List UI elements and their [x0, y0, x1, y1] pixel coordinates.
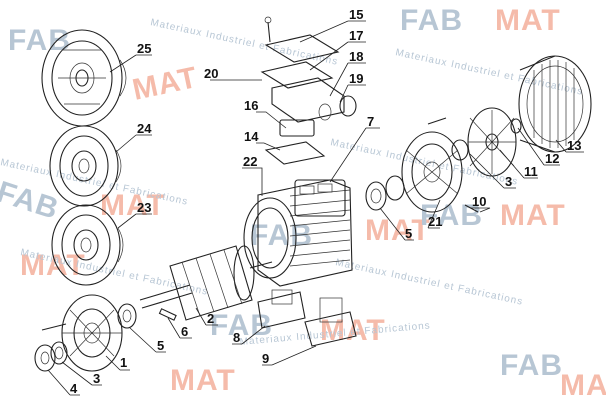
watermark-fab: FAB	[8, 24, 71, 57]
part-terminal-box	[260, 16, 357, 165]
label-9: 9	[262, 351, 269, 366]
watermark-tagline: Materiaux Industriel et Fabrications	[394, 47, 584, 98]
label-15: 15	[349, 7, 363, 22]
label-20: 20	[204, 66, 218, 81]
label-17: 17	[349, 28, 363, 43]
label-14: 14	[244, 129, 259, 144]
label-5-left: 5	[157, 338, 164, 353]
part-bearing-3-4	[34, 341, 68, 372]
part-labels: 25 24 23 1 3 4 5 6 2 8 9 22 14 16 20 15 …	[70, 7, 581, 396]
label-13: 13	[567, 138, 581, 153]
part-end-shield-23	[51, 204, 124, 286]
part-end-shield-24	[49, 125, 122, 207]
part-end-shield-1	[41, 294, 123, 372]
part-drive-end-21	[365, 131, 479, 213]
watermark-layer: FAB MAT FAB MAT FAB MAT FAB MAT FAB MAT	[0, 4, 606, 400]
watermark-tagline: Materiaux Industriel et Fabrications	[149, 17, 339, 68]
watermark-mat: MAT	[130, 61, 201, 107]
leader-lines	[47, 20, 584, 396]
label-6: 6	[181, 324, 188, 339]
label-16: 16	[244, 98, 258, 113]
part-feet-8-9	[257, 289, 357, 347]
label-10: 10	[472, 194, 486, 209]
watermark-mat: MAT	[170, 364, 236, 397]
label-8: 8	[233, 330, 240, 345]
label-12: 12	[545, 151, 559, 166]
watermark-mat: MAT	[560, 369, 606, 400]
label-4: 4	[70, 381, 78, 396]
label-1: 1	[120, 355, 127, 370]
watermark-fab: FAB	[420, 199, 483, 232]
label-5-right: 5	[405, 226, 412, 241]
label-21: 21	[428, 214, 442, 229]
label-7: 7	[367, 114, 374, 129]
label-23: 23	[137, 200, 151, 215]
part-rotor-2	[139, 245, 273, 321]
label-22: 22	[243, 154, 257, 169]
label-25: 25	[137, 41, 151, 56]
watermark-mat: MAT	[495, 4, 561, 37]
watermark-mat: MAT	[500, 199, 566, 232]
part-bearing-5-left	[117, 303, 137, 329]
label-2: 2	[207, 311, 214, 326]
watermark-tagline: Materiaux Industriel et Fabrications	[329, 137, 519, 188]
label-3-right: 3	[505, 174, 512, 189]
part-fan-cover-12-13	[510, 55, 592, 153]
watermark-fab: FAB	[250, 219, 313, 252]
watermark-fab: FAB	[500, 349, 563, 382]
label-11: 11	[524, 164, 538, 179]
watermark-tagline: Materiaux Industriel et Fabrications	[334, 257, 524, 308]
part-stator-frame-22	[243, 179, 353, 287]
part-key-6	[158, 308, 177, 321]
label-18: 18	[349, 49, 363, 64]
label-24: 24	[137, 121, 152, 136]
label-19: 19	[349, 71, 363, 86]
watermark-fab: FAB	[400, 4, 463, 37]
label-3-left: 3	[93, 371, 100, 386]
